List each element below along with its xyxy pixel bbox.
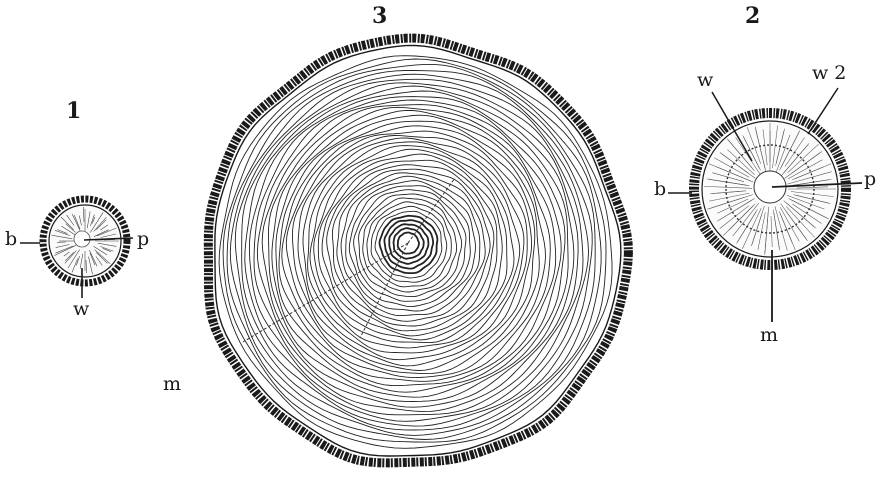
figure-2-number: 2 <box>745 3 761 29</box>
figure-2-leader-w2 <box>807 87 839 135</box>
figure-2-leader-w <box>711 91 753 162</box>
figure-1-bark <box>39 195 131 287</box>
figure-1-pith <box>73 230 91 248</box>
figure-2-leader-p <box>771 182 863 188</box>
figure-2-label-bark: b <box>654 178 667 200</box>
figure-3-bark <box>203 33 633 468</box>
figure-1-label-pith: p <box>137 228 150 250</box>
figure-1-label-bark: b <box>5 228 18 250</box>
figure-3-number: 3 <box>372 3 388 29</box>
figure-2-label-wood: w <box>697 69 714 91</box>
figure-3-annual-rings <box>218 55 613 449</box>
figure-2-wood-rays <box>704 123 836 255</box>
figure-2-bark <box>689 108 851 270</box>
figure-1-number: 1 <box>66 98 82 124</box>
figure-2-label-wood-second: w 2 <box>812 62 847 84</box>
figure-1-wood-rays <box>51 206 119 275</box>
figure-2-first-ring <box>725 144 815 234</box>
figure-3-trunk-section <box>203 33 633 468</box>
figure-1-leader-p <box>83 237 134 241</box>
figure-3-label-medullary-ray: m <box>163 373 182 395</box>
figure-2-label-medullary-ray: m <box>760 324 779 346</box>
figure-3-medullary-rays <box>242 177 456 343</box>
figure-1-stem-section <box>20 195 134 298</box>
figure-2-label-pith: p <box>864 168 877 190</box>
figure-1-label-wood: w <box>73 298 90 320</box>
figure-2-stem-section <box>668 87 863 322</box>
